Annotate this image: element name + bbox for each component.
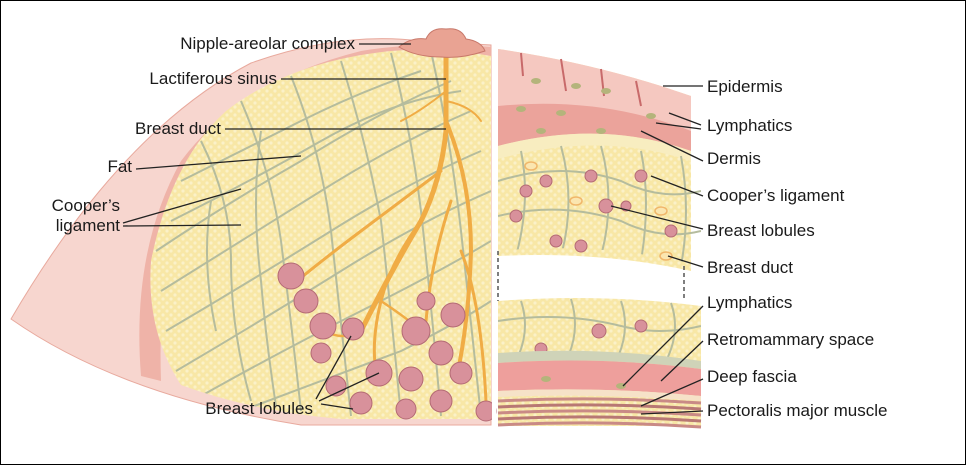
nipple-areolar-complex-art (399, 29, 485, 58)
label-breast-lobules-left: Breast lobules (205, 399, 313, 419)
label-breast-duct-left: Breast duct (135, 119, 221, 139)
label-deep-fascia: Deep fascia (707, 367, 797, 387)
cross-section-top (498, 49, 701, 271)
label-nipple-areolar-complex: Nipple-areolar complex (180, 34, 355, 54)
label-coopers-ligament-left-line2: ligament (56, 216, 120, 236)
label-lactiferous-sinus: Lactiferous sinus (149, 69, 277, 89)
label-coopers-ligament-left-line1: Cooper’s (52, 196, 120, 216)
label-fat: Fat (107, 157, 132, 177)
label-breast-lobules-right: Breast lobules (707, 221, 815, 241)
label-lymphatics-top: Lymphatics (707, 116, 792, 136)
label-lymphatics-bottom: Lymphatics (707, 293, 792, 313)
label-coopers-ligament-right: Cooper’s ligament (707, 186, 844, 206)
label-breast-duct-right: Breast duct (707, 258, 793, 278)
cross-section-bottom (498, 298, 701, 427)
label-epidermis: Epidermis (707, 77, 783, 97)
label-dermis: Dermis (707, 149, 761, 169)
label-pectoralis-major-muscle: Pectoralis major muscle (707, 401, 887, 421)
label-retromammary-space: Retromammary space (707, 330, 874, 350)
